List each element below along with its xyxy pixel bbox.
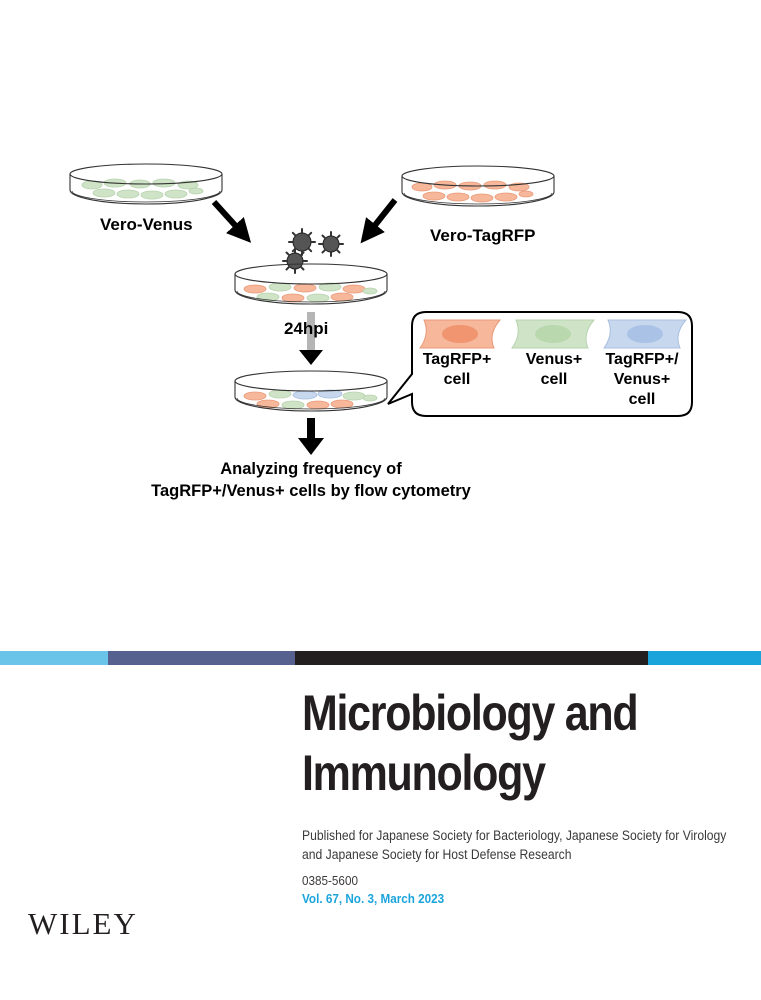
dish-label-vero-venus: Vero-Venus — [100, 215, 193, 234]
arrow-down-black-head-icon — [298, 438, 324, 455]
published-for-line-1: Published for Japanese Society for Bacte… — [302, 828, 727, 843]
cells-mixed — [243, 282, 378, 303]
journal-title-line-2: Immunology — [302, 745, 546, 801]
virus-icons — [282, 228, 344, 274]
volume-issue: Vol. 67, No. 3, March 2023 — [302, 891, 445, 906]
time-label: 24hpi — [284, 319, 328, 338]
dish-vero-venus — [69, 163, 223, 205]
cells-result — [243, 389, 378, 410]
dish-vero-tagrfp — [401, 165, 555, 207]
stripe-light-blue — [0, 651, 108, 665]
published-for: Published for Japanese Society for Bacte… — [302, 826, 727, 864]
dish-label-vero-tagrfp: Vero-TagRFP — [430, 226, 535, 245]
published-for-line-2: and Japanese Society for Host Defense Re… — [302, 847, 572, 862]
arrow-down-head-icon — [299, 350, 323, 365]
legend-label-tagrfp: TagRFP+ cell — [423, 351, 492, 388]
svg-text:cell: cell — [444, 371, 471, 388]
arrow-left-icon — [211, 199, 252, 243]
svg-text:cell: cell — [541, 371, 568, 388]
journal-title-line-1: Microbiology and — [302, 685, 639, 741]
stripe-black — [295, 651, 648, 665]
stripe-blue — [648, 651, 761, 665]
legend-cell-double-icon — [603, 319, 688, 349]
legend-label-double: TagRFP+/ Venus+ cell — [605, 351, 679, 408]
result-line-1: Analyzing frequency of — [220, 460, 402, 478]
arrow-right-icon — [360, 198, 398, 244]
legend-cell-venus-icon — [511, 319, 596, 349]
legend-cell-tagrfp-icon — [419, 319, 502, 349]
svg-text:TagRFP+/: TagRFP+/ — [605, 351, 679, 368]
result-line-2: TagRFP+/Venus+ cells by flow cytometry — [151, 482, 472, 500]
dish-infected — [234, 370, 388, 412]
legend-label-venus: Venus+ cell — [526, 351, 582, 388]
svg-text:TagRFP+: TagRFP+ — [423, 351, 492, 368]
experiment-diagram: Vero-Venus Vero-TagRFP — [69, 163, 693, 500]
issn: 0385-5600 — [302, 873, 358, 888]
cells-orange — [411, 180, 534, 203]
svg-text:cell: cell — [629, 391, 656, 408]
stripe-slate — [108, 651, 295, 665]
svg-text:Venus+: Venus+ — [526, 351, 582, 368]
svg-text:Venus+: Venus+ — [614, 371, 670, 388]
publisher-logo: WILEY — [28, 906, 138, 941]
dish-coculture — [234, 263, 388, 305]
journal-title: Microbiology and Immunology — [302, 683, 639, 803]
